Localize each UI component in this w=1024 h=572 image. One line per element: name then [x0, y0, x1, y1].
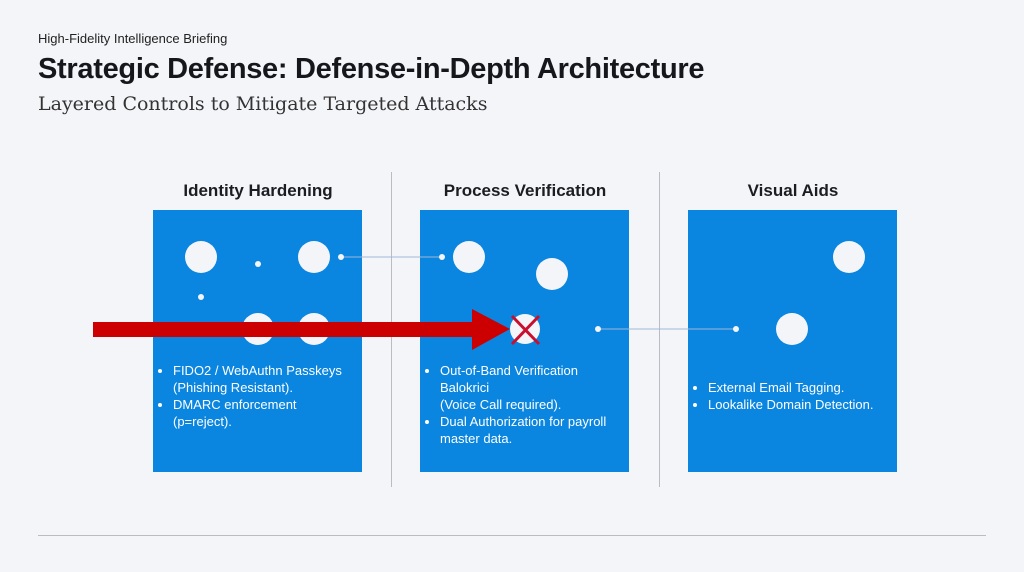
bullet-continuation: (Voice Call required). — [440, 397, 562, 412]
bullet-list-process-verification: Out-of-Band Verification Balokrici (Voic… — [422, 362, 620, 447]
bullet-item: Dual Authorization for payroll master da… — [440, 413, 620, 447]
node-circle — [776, 313, 808, 345]
bullet-item: DMARC enforcement (p=reject). — [173, 396, 353, 430]
column-heading-identity-hardening: Identity Hardening — [183, 181, 333, 200]
node-dot — [733, 326, 739, 332]
node-dot — [595, 326, 601, 332]
bullet-list-visual-aids: External Email Tagging. Lookalike Domain… — [690, 379, 888, 413]
column-heading-process-verification: Process Verification — [443, 181, 607, 200]
node-circle — [536, 258, 568, 290]
node-circle — [453, 241, 485, 273]
node-circle — [833, 241, 865, 273]
node-dot — [439, 254, 445, 260]
node-dot — [198, 294, 204, 300]
attack-arrow — [93, 309, 510, 350]
page-subtitle: Layered Controls to Mitigate Targeted At… — [38, 93, 488, 115]
attack-arrow-head — [472, 309, 510, 350]
eyebrow-label: High-Fidelity Intelligence Briefing — [38, 31, 228, 46]
blocked-x-icon — [510, 314, 541, 346]
bullet-continuation: Balokrici — [440, 380, 490, 395]
page-title: Strategic Defense: Defense-in-Depth Arch… — [38, 53, 705, 85]
bullet-list-identity-hardening: FIDO2 / WebAuthn Passkeys (Phishing Resi… — [155, 362, 353, 430]
bullet-item: Out-of-Band Verification — [440, 362, 620, 379]
bullet-item: FIDO2 / WebAuthn Passkeys (Phishing Resi… — [173, 362, 353, 396]
bottom-rule — [38, 535, 986, 536]
bullet-item: Lookalike Domain Detection. — [708, 396, 888, 413]
column-heading-visual-aids: Visual Aids — [747, 181, 839, 200]
node-dot — [338, 254, 344, 260]
attack-arrow-shaft — [93, 322, 473, 337]
node-dot — [255, 261, 261, 267]
node-circle — [298, 241, 330, 273]
node-circle — [185, 241, 217, 273]
bullet-item: External Email Tagging. — [708, 379, 888, 396]
